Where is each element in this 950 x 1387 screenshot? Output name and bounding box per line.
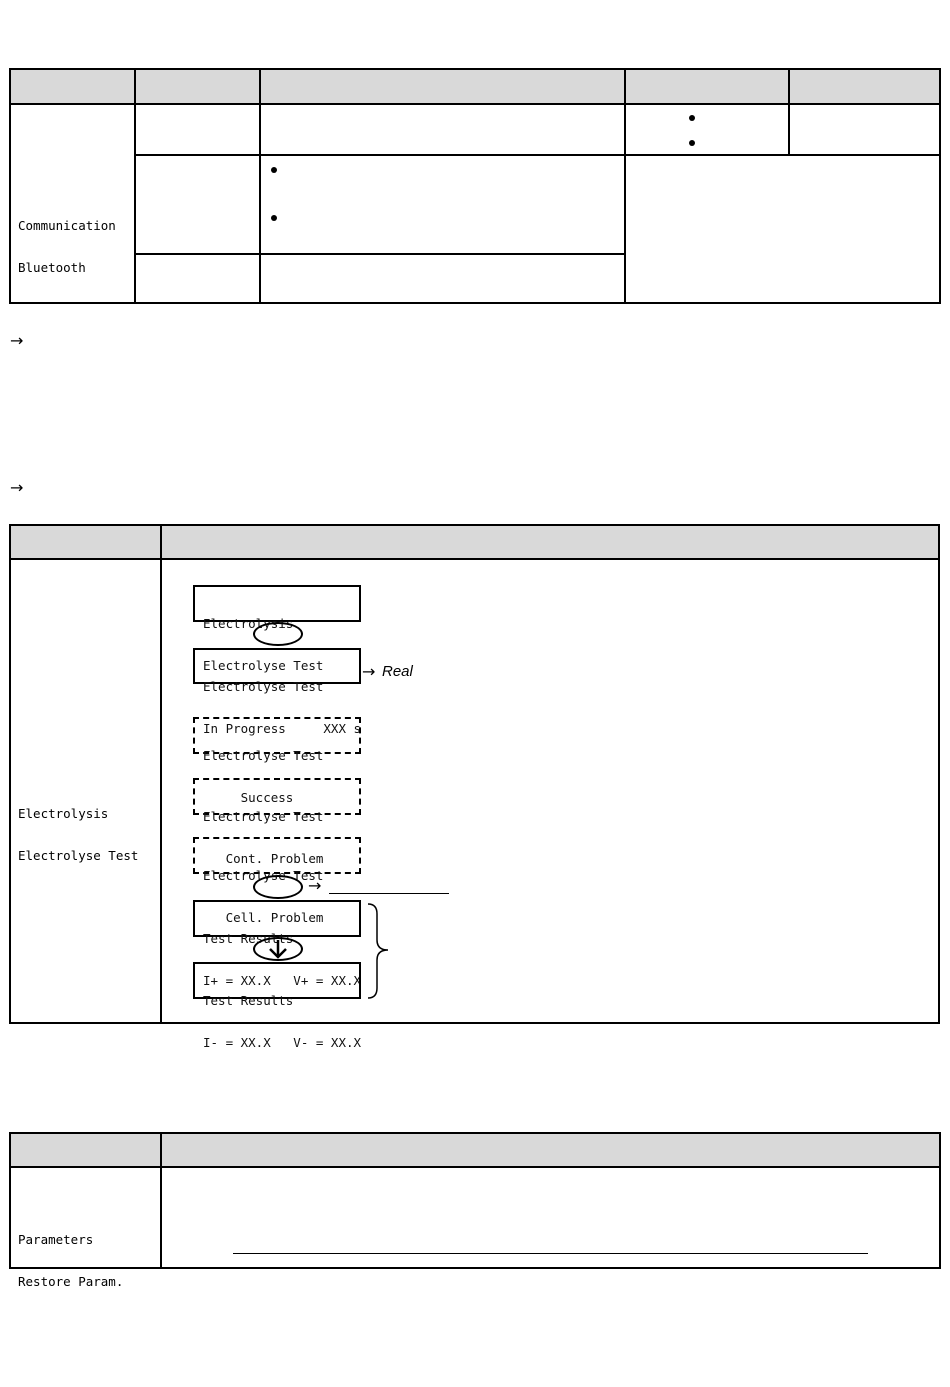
lcd-screen: Electrolysis Electrolyse Test — [193, 585, 361, 673]
lcd-line: Electrolyse Test — [203, 679, 324, 694]
right-arrow-icon: → — [362, 662, 376, 681]
row-label: Parameters Restore Param. — [18, 1205, 123, 1317]
border — [134, 154, 941, 156]
border — [9, 524, 940, 526]
border — [9, 103, 941, 105]
border — [9, 524, 11, 1024]
row-label-line: Restore Param. — [18, 1274, 124, 1289]
border — [134, 253, 626, 255]
right-arrow-icon: → — [10, 331, 24, 350]
lcd-screen: Electrolyse Test Cell. Problem — [193, 837, 361, 925]
button-oval — [253, 875, 303, 899]
table-header — [10, 1133, 940, 1167]
border — [9, 302, 941, 304]
row-label: Communication Bluetooth — [18, 191, 116, 303]
blank-line — [329, 893, 449, 894]
lcd-line: Cont. Problem — [203, 851, 324, 866]
border — [160, 524, 162, 1024]
lcd-line: Electrolyse Test — [203, 809, 324, 824]
border — [9, 1166, 941, 1168]
border — [624, 68, 626, 304]
lcd-line: Test Results — [203, 993, 294, 1008]
lcd-line: Cell. Problem — [203, 910, 324, 925]
lcd-screen: Electrolyse Test In Progress XXX s — [193, 648, 361, 736]
border — [9, 1132, 11, 1269]
border — [938, 524, 940, 1024]
bullet-icon — [689, 140, 695, 146]
lcd-screen: Electrolyse Test Cont. Problem — [193, 778, 361, 866]
right-arrow-icon: → — [308, 876, 322, 895]
border — [259, 68, 261, 304]
border — [788, 68, 790, 156]
row-label-line: Bluetooth — [18, 260, 86, 275]
down-arrow-icon — [269, 940, 287, 959]
border — [9, 68, 941, 70]
row-label-line: Electrolysis — [18, 806, 109, 821]
border — [939, 1132, 941, 1269]
row-label-line: Electrolyse Test — [18, 848, 139, 863]
lcd-line: Success — [203, 790, 294, 805]
border — [160, 1132, 162, 1269]
table-header — [10, 69, 940, 104]
border — [939, 68, 941, 304]
table-header — [10, 525, 939, 559]
lcd-screen: Test Results I+ = XX.X V+ = XX.X — [193, 900, 361, 988]
row-label-line: Communication — [18, 218, 116, 233]
blank-line — [233, 1253, 868, 1254]
button-oval — [253, 622, 303, 646]
border — [9, 1132, 941, 1134]
bullet-icon — [689, 115, 695, 121]
right-arrow-icon: → — [10, 478, 24, 497]
border — [9, 558, 940, 560]
border — [9, 68, 11, 304]
bullet-icon — [271, 167, 277, 173]
button-oval — [253, 937, 303, 961]
bullet-icon — [271, 215, 277, 221]
lcd-screen: Electrolyse Test Success — [193, 717, 361, 805]
row-label-line: Parameters — [18, 1232, 94, 1247]
border — [9, 1267, 941, 1269]
note-real: Real — [382, 663, 413, 680]
row-label: Electrolysis Electrolyse Test — [18, 779, 138, 891]
border — [9, 1022, 940, 1024]
lcd-line: Electrolyse Test — [203, 748, 324, 763]
curly-brace-icon — [367, 903, 389, 999]
lcd-line: Electrolyse Test — [203, 658, 324, 673]
lcd-line: I- = XX.X V- = XX.X — [203, 1035, 362, 1050]
lcd-screen: Test Results I- = XX.X V- = XX.X — [193, 962, 361, 1050]
border — [134, 68, 136, 304]
